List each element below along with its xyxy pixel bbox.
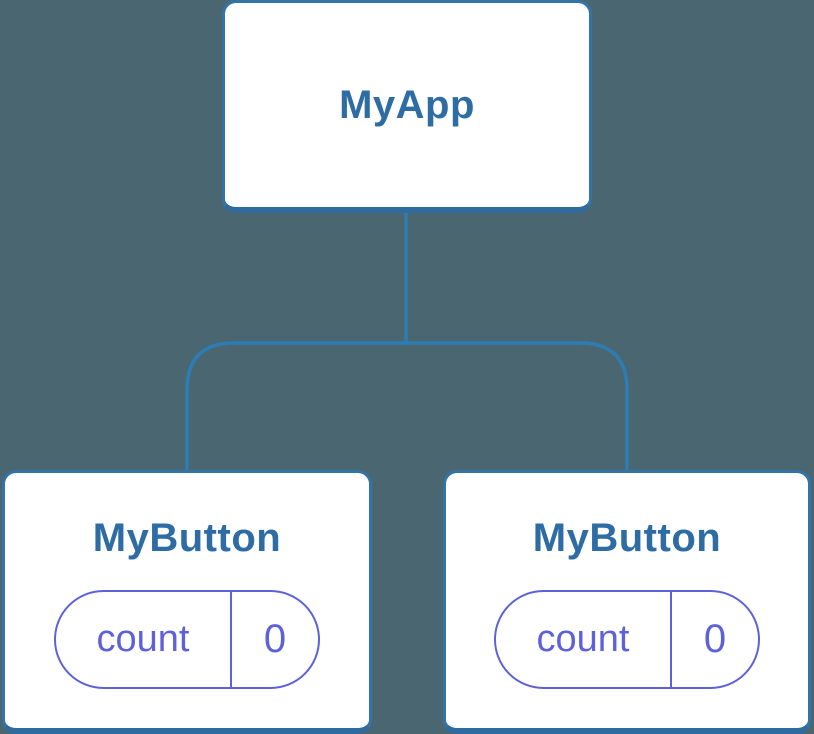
component-node-myapp: MyApp [222,0,592,213]
component-name: MyButton [92,516,282,560]
state-pill: count 0 [54,590,320,689]
state-pill: count 0 [494,590,760,689]
state-value: 0 [230,592,318,687]
component-name: MyButton [532,516,722,560]
state-key: count [536,618,630,660]
component-name: MyApp [339,82,475,127]
connector-branch-line [185,341,629,470]
state-key: count [96,618,190,660]
component-node-mybutton-2: MyButton count 0 [443,470,811,734]
component-node-mybutton-1: MyButton count 0 [2,470,372,734]
state-value: 0 [670,592,758,687]
